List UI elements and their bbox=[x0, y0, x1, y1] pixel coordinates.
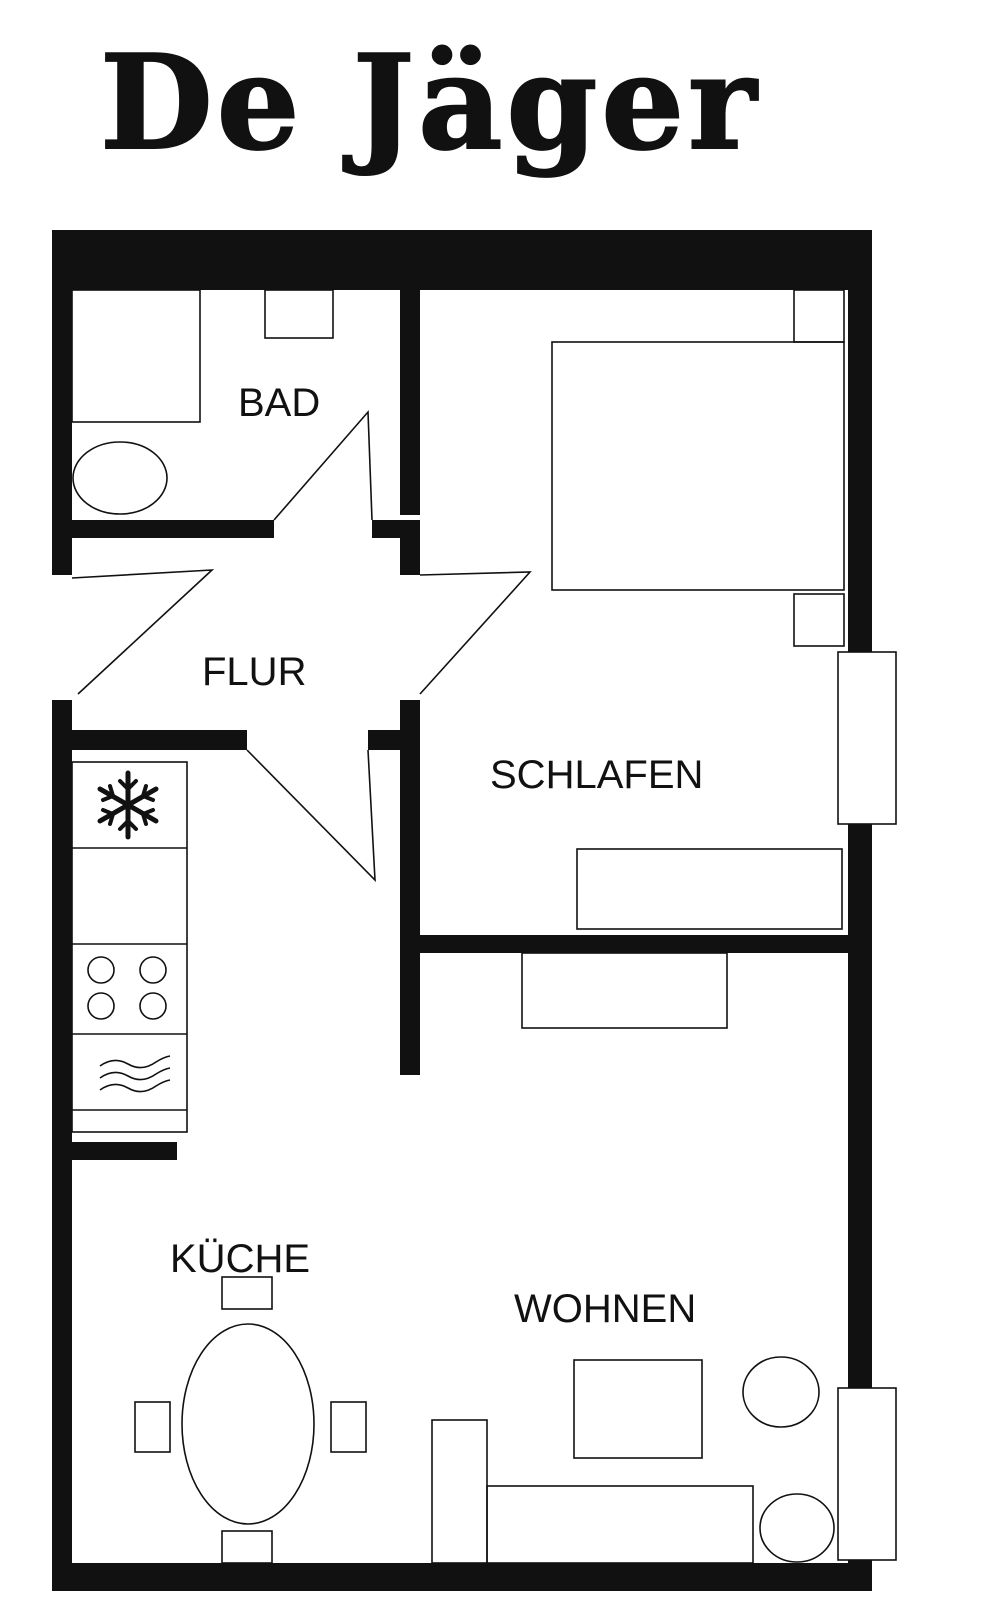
stove-burners-icon bbox=[87, 956, 167, 1020]
doors bbox=[71, 409, 532, 883]
chair-bottom bbox=[221, 1530, 273, 1564]
wohnen-furniture bbox=[431, 952, 835, 1564]
interior-walls bbox=[72, 290, 848, 1160]
sofa-arm bbox=[431, 1419, 488, 1564]
kitchen-counter bbox=[71, 761, 188, 1133]
dining-table bbox=[181, 1323, 315, 1525]
right-wall bbox=[848, 230, 872, 1591]
room-label-wohnen: WOHNEN bbox=[514, 1287, 696, 1331]
room-label-kueche: KÜCHE bbox=[170, 1237, 310, 1281]
door-kueche bbox=[246, 749, 376, 883]
bad-fixtures bbox=[71, 289, 334, 515]
wall-schlafen-wohnen bbox=[420, 935, 848, 953]
bathtub-toilet bbox=[72, 441, 168, 515]
sofa-seat bbox=[486, 1485, 754, 1564]
wardrobe bbox=[576, 848, 843, 930]
armchair-top bbox=[742, 1356, 820, 1428]
dining-set bbox=[134, 1276, 367, 1564]
room-label-bad: BAD bbox=[238, 381, 320, 425]
door-schlafen bbox=[419, 571, 532, 695]
room-label-schlafen: SCHLAFEN bbox=[490, 753, 703, 797]
wall-flur-stub-upper bbox=[400, 520, 420, 575]
coffee-table bbox=[573, 1359, 703, 1459]
washbasin bbox=[264, 289, 334, 339]
door-bad bbox=[273, 409, 373, 521]
armchair-bottom bbox=[759, 1493, 835, 1563]
bottom-wall bbox=[52, 1563, 872, 1591]
wall-bad-flur-left bbox=[72, 520, 274, 538]
chair-left bbox=[134, 1401, 171, 1453]
door-entrance bbox=[71, 569, 215, 695]
wall-kueche-stub bbox=[72, 1142, 177, 1160]
windows bbox=[837, 651, 897, 1561]
room-labels: BAD FLUR SCHLAFEN KÜCHE WOHNEN bbox=[170, 381, 703, 1331]
nightstand-bottom bbox=[793, 593, 845, 647]
left-wall-upper bbox=[52, 230, 72, 575]
wall-flur-schlafen-lower bbox=[400, 700, 420, 1075]
outer-walls bbox=[52, 230, 872, 1591]
snowflake-icon bbox=[97, 770, 159, 840]
left-wall-lower bbox=[52, 700, 72, 1591]
bed bbox=[551, 341, 845, 591]
tv-sideboard bbox=[521, 952, 728, 1029]
title: De Jäger bbox=[100, 26, 761, 179]
chair-top bbox=[221, 1276, 273, 1310]
room-label-flur: FLUR bbox=[202, 650, 306, 694]
chair-right bbox=[330, 1401, 367, 1453]
window-wohnen bbox=[837, 1387, 897, 1561]
schlafen-furniture bbox=[551, 289, 845, 930]
wall-flur-kueche-right bbox=[368, 730, 420, 750]
wall-bad-schlafen bbox=[400, 290, 420, 515]
kueche-counter bbox=[71, 761, 188, 1133]
nightstand-top bbox=[793, 289, 845, 343]
wall-flur-kueche-left bbox=[72, 730, 247, 750]
window-schlafen bbox=[837, 651, 897, 825]
water-waves-icon bbox=[99, 1055, 171, 1093]
top-wall bbox=[52, 230, 872, 290]
shower-tray bbox=[71, 289, 201, 423]
